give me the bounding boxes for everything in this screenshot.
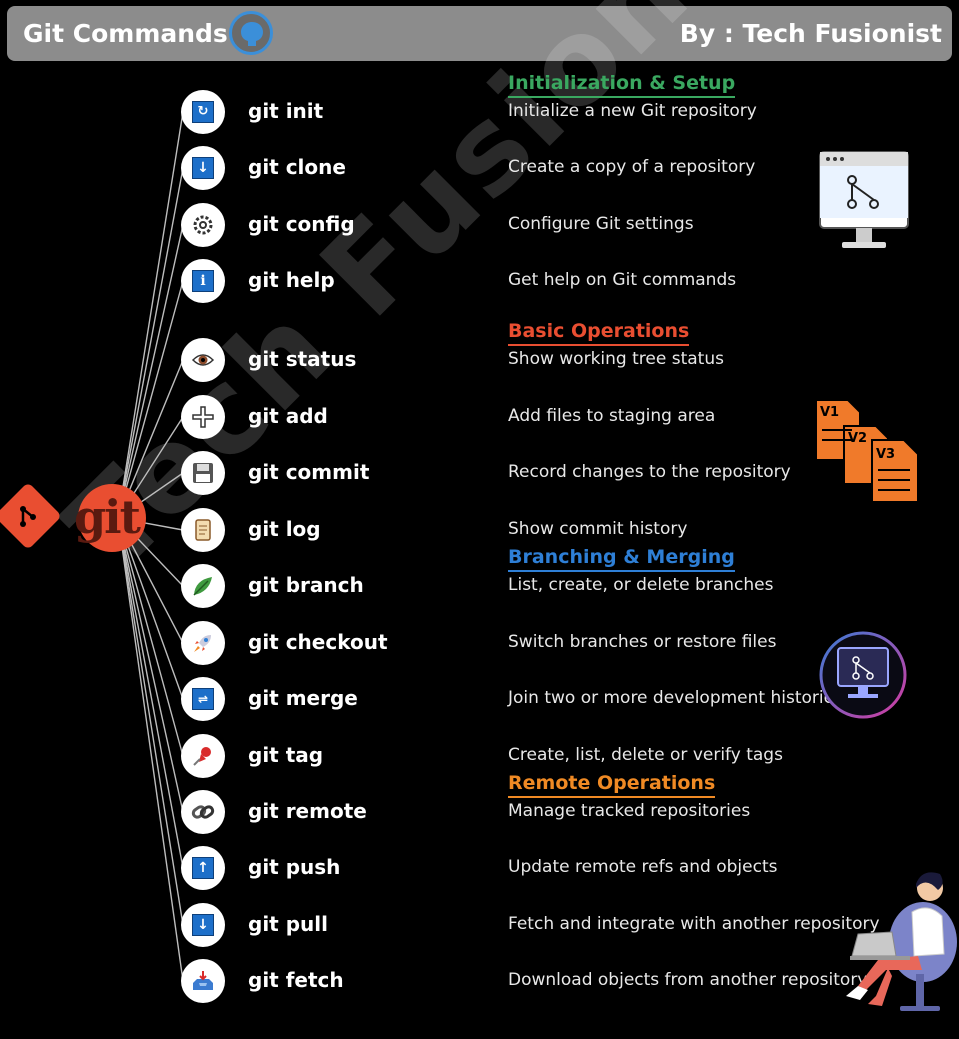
eye-node: [181, 338, 225, 382]
command-description: Initialize a new Git repository: [508, 101, 757, 121]
connector-line: [117, 517, 184, 700]
section-heading: Initialization & Setup: [508, 72, 736, 98]
command-name: git checkout: [248, 630, 388, 654]
chain-link-node: [181, 790, 225, 834]
upload-node: ↑: [181, 846, 225, 890]
version-label: V2: [848, 431, 867, 446]
connector-line: [117, 517, 184, 757]
command-name: git commit: [248, 460, 370, 484]
git-branch-logo-icon: [20, 506, 36, 527]
command-description: Create a copy of a repository: [508, 157, 756, 177]
connector-line: [117, 517, 184, 813]
section-heading: Basic Operations: [508, 320, 690, 346]
git-logo-text: git: [74, 490, 141, 544]
command-name: git remote: [248, 799, 367, 823]
command-name: git status: [248, 347, 357, 371]
download-node: ↓: [181, 903, 225, 947]
command-name: git pull: [248, 912, 328, 936]
header-bar: Git Commands By : Tech Fusionist: [7, 6, 952, 61]
command-name: git clone: [248, 155, 346, 179]
command-description: List, create, or delete branches: [508, 575, 774, 595]
command-name: git tag: [248, 743, 324, 767]
connector-line: [117, 167, 184, 519]
command-name: git fetch: [248, 968, 344, 992]
leaf-node: [181, 564, 225, 608]
command-description: Configure Git settings: [508, 214, 694, 234]
monitor-branch-circle-illustration: [819, 631, 907, 719]
command-description: Get help on Git commands: [508, 270, 737, 290]
section-heading: Remote Operations: [508, 772, 716, 798]
command-description: Show working tree status: [508, 349, 724, 369]
gear-node: [181, 203, 225, 247]
command-name: git config: [248, 212, 355, 236]
person-laptop-illustration: [846, 872, 957, 1011]
version-documents-illustration: V1 V2 V3: [815, 399, 919, 503]
command-description: Switch branches or restore files: [508, 632, 777, 652]
computer-branch-illustration: [819, 151, 909, 248]
version-label: V1: [820, 405, 839, 420]
connector-line: [117, 224, 184, 519]
git-logo-circle: [78, 484, 146, 552]
command-description: Create, list, delete or verify tags: [508, 745, 783, 765]
command-name: git branch: [248, 573, 364, 597]
rocket-node: [181, 621, 225, 665]
command-description: Add files to staging area: [508, 406, 716, 426]
connector-line: [117, 517, 184, 926]
command-name: git log: [248, 517, 321, 541]
connector-line: [117, 280, 184, 519]
version-label: V3: [876, 447, 895, 462]
author-byline: By : Tech Fusionist: [679, 19, 942, 48]
connector-line: [117, 517, 184, 982]
floppy-disk-node: [181, 451, 225, 495]
github-icon: [229, 11, 273, 55]
command-name: git add: [248, 404, 328, 428]
page-title: Git Commands: [23, 19, 228, 48]
download-node: ↓: [181, 146, 225, 190]
command-description: Join two or more development histories: [508, 688, 843, 708]
section-heading: Branching & Merging: [508, 546, 735, 572]
command-description: Download objects from another repository: [508, 970, 868, 990]
command-description: Fetch and integrate with another reposit…: [508, 914, 880, 934]
command-description: Record changes to the repository: [508, 462, 791, 482]
pushpin-node: [181, 734, 225, 778]
command-description: Show commit history: [508, 519, 688, 539]
refresh-node: ↻: [181, 90, 225, 134]
connector-line: [117, 111, 184, 519]
scroll-node: [181, 508, 225, 552]
command-name: git help: [248, 268, 335, 292]
info-node: i: [181, 259, 225, 303]
connector-line: [117, 517, 184, 869]
inbox-tray-node: [181, 959, 225, 1003]
command-name: git push: [248, 855, 341, 879]
command-description: Update remote refs and objects: [508, 857, 778, 877]
command-name: git init: [248, 99, 324, 123]
shuffle-node: ⇌: [181, 677, 225, 721]
command-description: Manage tracked repositories: [508, 801, 751, 821]
plus-node: [181, 395, 225, 439]
command-name: git merge: [248, 686, 358, 710]
